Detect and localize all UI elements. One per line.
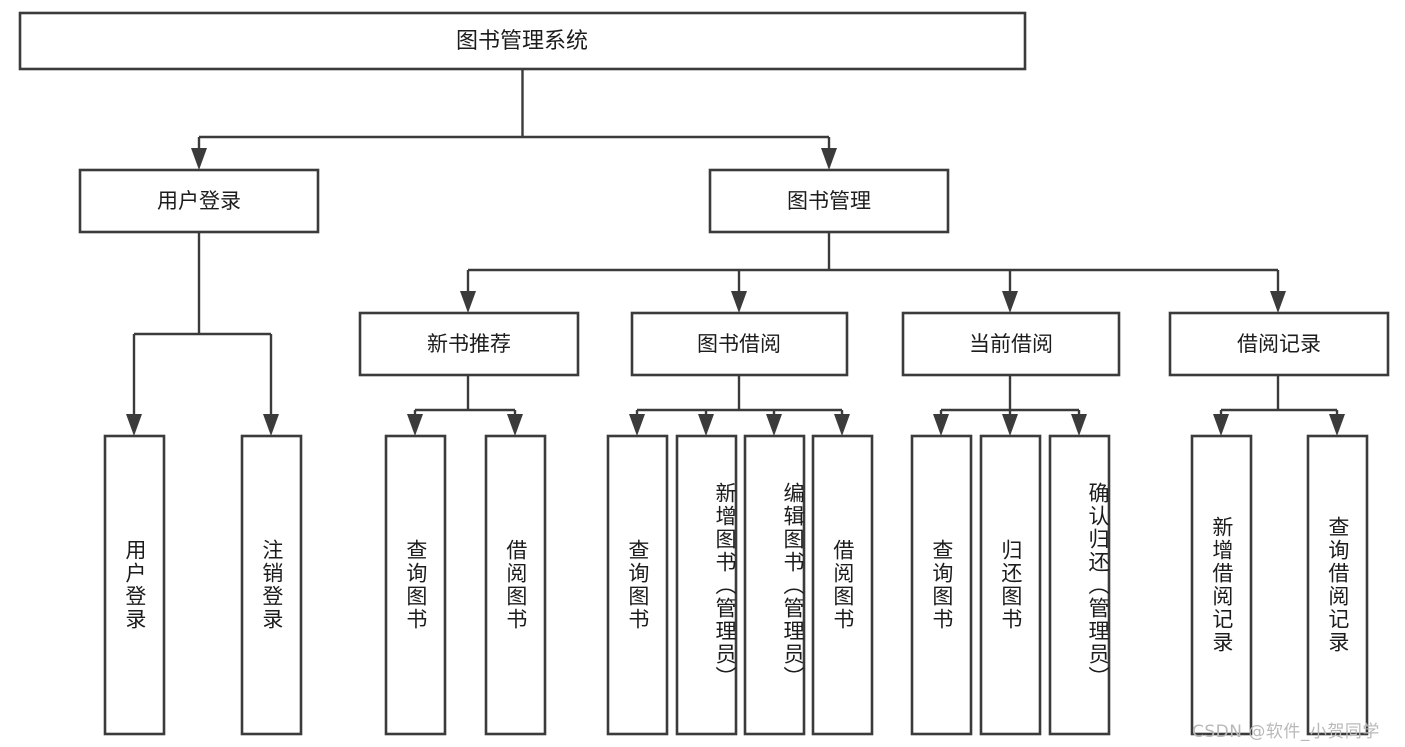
leaf-box-book-borrow-3[interactable]	[811, 434, 874, 736]
node-current-borrow[interactable]: 当前借阅	[901, 311, 1121, 377]
node-root[interactable]: 图书管理系统	[18, 11, 1027, 71]
leaf-box-book-borrow-0[interactable]	[606, 434, 669, 736]
leaf-box-borrow-record-0[interactable]	[1190, 434, 1253, 736]
leaf-box-current-borrow-2[interactable]	[1048, 434, 1111, 736]
leaf-box-user-login-0[interactable]	[103, 434, 166, 736]
node-user-login[interactable]: 用户登录	[78, 168, 320, 234]
leaf-box-current-borrow-1[interactable]	[979, 434, 1042, 736]
leaf-box-current-borrow-0[interactable]	[910, 434, 973, 736]
connector-bookborrow-to-leaves	[629, 375, 850, 436]
node-root-label: 图书管理系统	[456, 29, 588, 54]
watermark-text: CSDN @软件_小贺同学	[1192, 722, 1380, 742]
leaf-box-borrow-record-1[interactable]	[1306, 434, 1369, 736]
node-new-book-recommend[interactable]: 新书推荐	[358, 311, 580, 377]
node-current-borrow-label: 当前借阅	[969, 332, 1053, 356]
leaf-box-user-login-1[interactable]	[240, 434, 303, 736]
node-book-management-label: 图书管理	[787, 189, 871, 213]
leaf-box-new-book-1[interactable]	[484, 434, 547, 736]
leaf-box-new-book-0[interactable]	[384, 434, 447, 736]
leaf-box-book-borrow-1[interactable]	[675, 434, 738, 736]
node-book-management[interactable]: 图书管理	[708, 168, 950, 234]
leaf-box-book-borrow-2[interactable]	[743, 434, 806, 736]
node-new-book-recommend-label: 新书推荐	[427, 332, 511, 356]
connector-newbook-to-leaves	[407, 375, 523, 436]
connector-currentborrow-to-leaves	[933, 375, 1087, 436]
node-book-borrow-label: 图书借阅	[697, 332, 781, 356]
connector-userlogin-to-leaves	[126, 232, 279, 436]
node-user-login-label: 用户登录	[157, 189, 241, 213]
node-book-borrow[interactable]: 图书借阅	[630, 311, 849, 377]
node-borrow-record-label: 借阅记录	[1237, 332, 1321, 356]
connector-bookmgmt-to-level3	[460, 232, 1286, 313]
connector-root-to-level2	[191, 69, 837, 170]
connector-borrowrecord-to-leaves	[1213, 375, 1345, 436]
node-borrow-record[interactable]: 借阅记录	[1168, 311, 1390, 377]
